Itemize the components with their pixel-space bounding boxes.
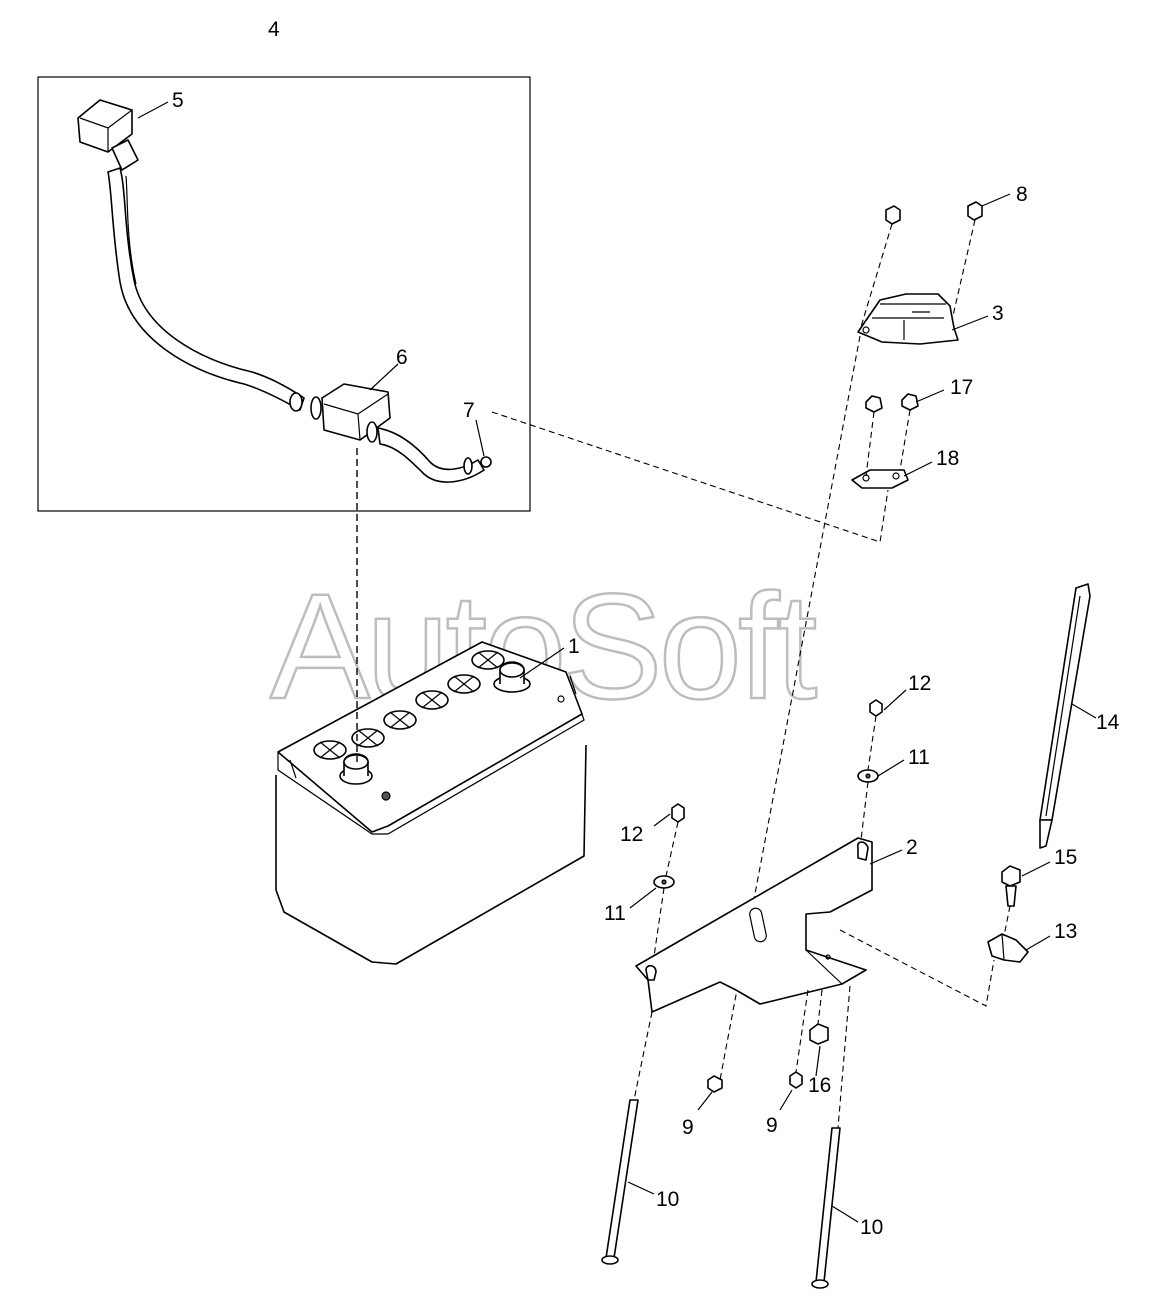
callout-8: 8: [1016, 183, 1028, 206]
ring-terminal: [480, 456, 492, 468]
nut-9-left: [707, 1075, 723, 1093]
callout-6: 6: [396, 346, 408, 369]
bolt-8-right: [967, 201, 983, 221]
bolt-15: [1001, 865, 1021, 907]
callout-16: 16: [808, 1074, 831, 1097]
mounting-bracket-18: [851, 469, 909, 489]
callout-13: 13: [1054, 920, 1077, 943]
battery-cable-assembly: [77, 99, 492, 483]
j-bolt-rod-left: [601, 1099, 639, 1265]
callout-5: 5: [172, 89, 184, 112]
nut-12-left: [671, 803, 685, 823]
callout-4: 4: [268, 18, 280, 41]
callout-12-left: 12: [620, 823, 643, 846]
callout-10-left: 10: [656, 1188, 679, 1211]
callout-leaders: [137, 101, 1097, 1223]
callout-7: 7: [463, 399, 475, 422]
j-bolt-rod-right: [811, 1127, 841, 1289]
nut-9-right: [789, 1071, 803, 1089]
callout-2: 2: [906, 836, 918, 859]
callout-1: 1: [568, 635, 580, 658]
battery: [275, 641, 587, 965]
callout-18: 18: [936, 447, 959, 470]
callout-17: 17: [950, 376, 973, 399]
washer-11-left: [653, 875, 675, 889]
battery-terminal-posts: [339, 661, 531, 785]
nut-12-right: [869, 699, 883, 717]
nut-17-right: [901, 393, 919, 411]
nut-16: [809, 1023, 829, 1045]
callout-11-right: 11: [908, 746, 930, 769]
clamp-13: [987, 933, 1029, 963]
callout-3: 3: [992, 302, 1004, 325]
callout-10-right: 10: [860, 1216, 883, 1239]
callout-11-left: 11: [604, 902, 626, 925]
fuse-holder: [857, 293, 959, 345]
battery-tray-bracket: [635, 837, 873, 1013]
bolt-8-left: [885, 205, 901, 225]
nut-17-left: [865, 395, 883, 413]
callout-14: 14: [1096, 711, 1120, 734]
callout-9-left: 9: [682, 1116, 694, 1139]
callout-9-right: 9: [766, 1114, 778, 1137]
cable-connector-boot: [77, 99, 139, 171]
cable-assembly-inset-frame: [37, 76, 531, 512]
cable-tie-strap: [1039, 583, 1091, 849]
callout-12-right: 12: [908, 672, 931, 695]
battery-vent-caps: [313, 650, 505, 760]
washer-11-right: [857, 769, 879, 783]
callout-15: 15: [1054, 846, 1077, 869]
